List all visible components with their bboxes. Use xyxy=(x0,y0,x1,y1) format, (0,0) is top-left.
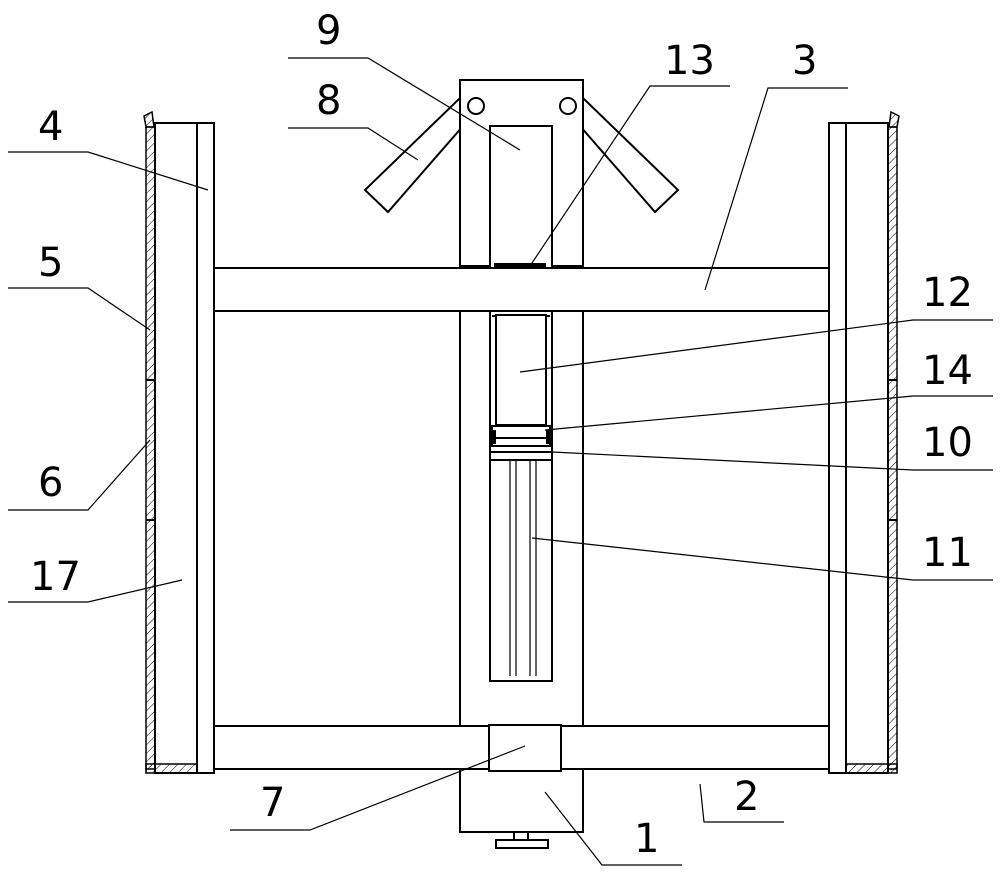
contact-plate xyxy=(494,263,546,269)
label-1: 1 xyxy=(634,816,659,862)
right-frame xyxy=(828,110,900,774)
label-10: 10 xyxy=(922,420,973,466)
label-13: 13 xyxy=(664,38,715,84)
label-17: 17 xyxy=(30,554,81,600)
left-frame xyxy=(143,110,215,774)
label-9: 9 xyxy=(316,8,341,54)
right-angled-arm xyxy=(571,96,680,214)
label-3: 3 xyxy=(792,38,817,84)
label-14: 14 xyxy=(922,348,973,394)
screw-rod xyxy=(509,460,537,676)
label-6: 6 xyxy=(38,460,63,506)
column-base xyxy=(459,768,584,833)
clamp-block xyxy=(488,724,562,772)
label-11: 11 xyxy=(922,530,973,576)
label-5: 5 xyxy=(38,240,63,286)
label-4: 4 xyxy=(38,104,63,150)
label-2: 2 xyxy=(734,774,759,820)
lower-slot-housing xyxy=(489,310,553,682)
label-12: 12 xyxy=(922,270,973,316)
label-8: 8 xyxy=(316,78,341,124)
upper-crossbar xyxy=(213,267,830,312)
leader-lines xyxy=(8,57,993,866)
left-angled-arm xyxy=(363,96,472,214)
adjust-knob xyxy=(495,831,549,849)
label-7: 7 xyxy=(260,780,285,826)
part-labels: 4 5 6 17 8 9 13 3 12 14 10 11 7 1 2 xyxy=(30,8,973,862)
